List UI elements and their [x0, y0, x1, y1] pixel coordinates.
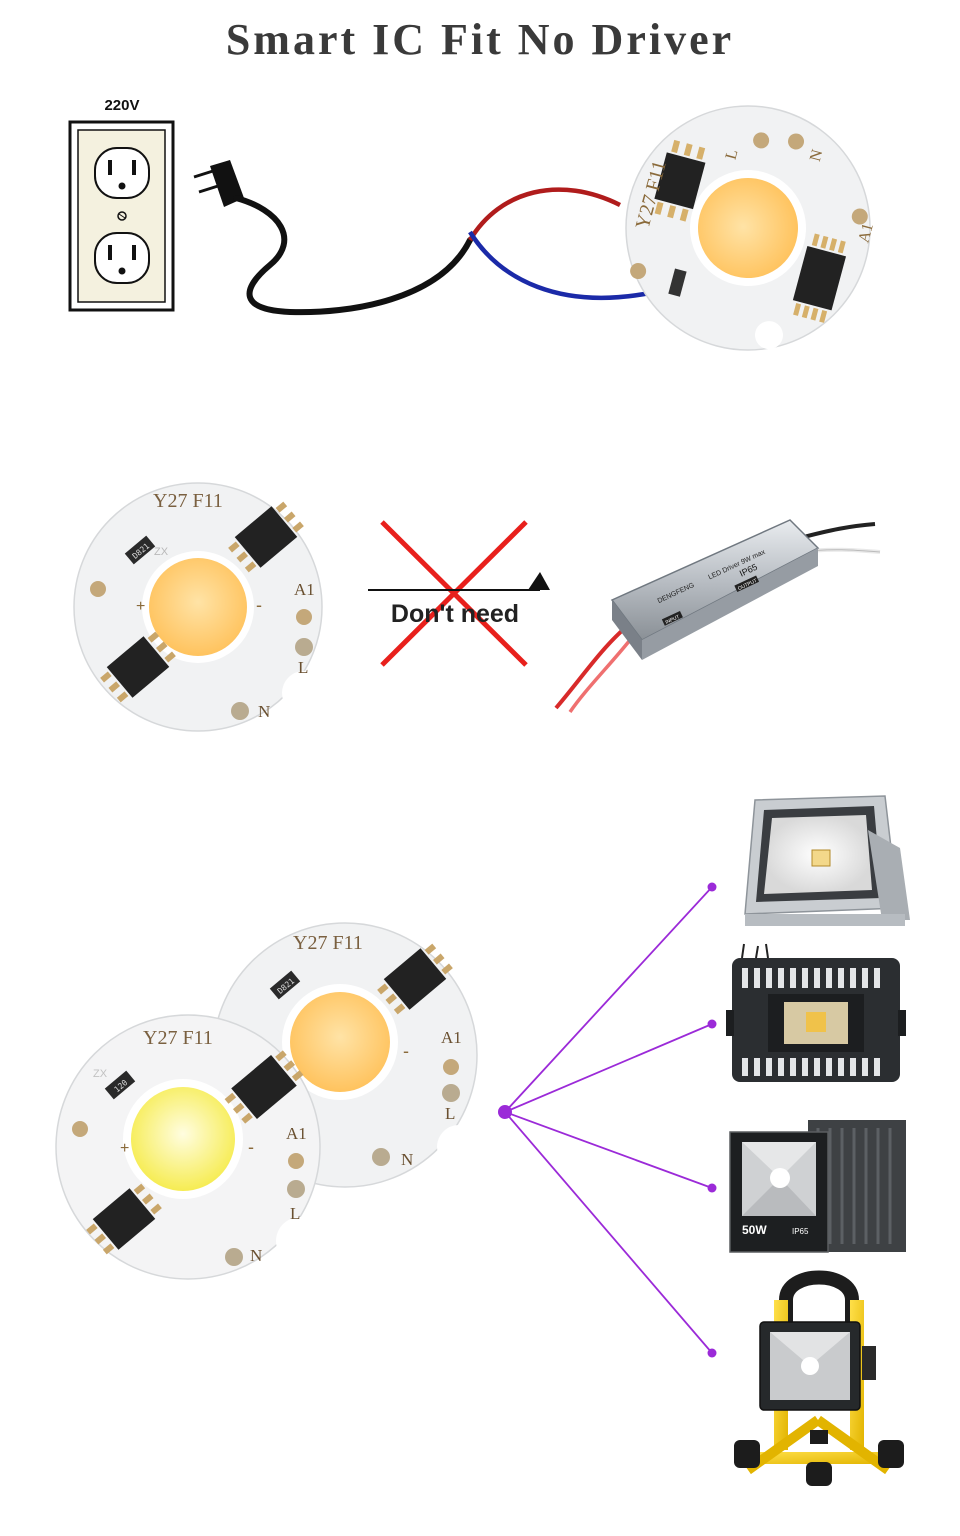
plus-label: + [136, 598, 145, 615]
led-chip [131, 1087, 235, 1191]
pad-icon [287, 1180, 305, 1198]
plug-icon [193, 160, 651, 316]
wall-outlet: 220V [68, 97, 175, 312]
page-title: Smart IC Fit No Driver [225, 15, 735, 64]
pad-icon [288, 1153, 304, 1169]
pin-a1-label: A1 [855, 221, 876, 244]
pad-icon [443, 1059, 459, 1075]
pin-l-label: L [298, 658, 308, 677]
cob-module: Y27 F11 ZX D821 + - A1 L N [73, 482, 326, 732]
model-label: Y27 F11 [153, 490, 223, 512]
pin-n-label: N [258, 702, 270, 721]
pad-icon [296, 609, 312, 625]
pad-icon [630, 263, 647, 280]
floodlight-watt-label: 50W [742, 1223, 767, 1237]
pin-a1-label: A1 [441, 1028, 462, 1047]
pad-icon [231, 702, 249, 720]
screw-icon [117, 211, 127, 221]
pin-l-label: L [445, 1104, 455, 1123]
led-chip [290, 992, 390, 1092]
pin-n-label: N [250, 1246, 262, 1265]
brand-label: ZX [154, 546, 169, 558]
floodlight-rating-label: IP65 [792, 1227, 809, 1236]
socket-icon [94, 147, 150, 199]
driver-input-label: INPUT [665, 614, 681, 626]
ic-chip-icon [377, 943, 453, 1015]
pin-l-label: L [723, 148, 742, 162]
pad-icon [72, 1121, 88, 1137]
ic-chip-icon [654, 139, 706, 222]
pin-n-label: N [807, 147, 827, 163]
pad-icon [372, 1148, 390, 1166]
brand-label: ZX [93, 1068, 108, 1080]
minus-label: - [248, 1137, 254, 1157]
hub-dot [498, 1105, 512, 1119]
connector-lines [498, 882, 717, 1358]
minus-label: - [256, 595, 262, 615]
cob-module: Y27 F11 N L A1 [625, 105, 877, 351]
dont-need-label: Don't need [391, 600, 519, 628]
pad-icon [225, 1248, 243, 1266]
voltage-label: 220V [104, 97, 139, 114]
minus-label: - [403, 1041, 409, 1061]
ic-chip-icon [100, 631, 176, 703]
power-cable [233, 195, 473, 316]
model-label: Y27 F11 [143, 1027, 213, 1049]
ic-chip-icon [792, 233, 847, 323]
led-chip [149, 558, 247, 656]
floodlight-finned-icon [726, 943, 906, 1082]
pin-a1-label: A1 [294, 580, 315, 599]
led-chip [698, 178, 798, 278]
live-wire [468, 187, 622, 242]
floodlight-black-icon: 50W IP65 [729, 1120, 906, 1253]
cross-mark-icon: Don't need [368, 520, 550, 667]
pin-l-label: L [290, 1204, 300, 1223]
pad-icon [295, 638, 313, 656]
led-driver: DENGFENG LED Driver 9W max IP65 INPUT OU… [554, 519, 881, 713]
floodlight-silver-icon [744, 795, 910, 926]
ic-chip-icon [224, 1050, 304, 1124]
plus-label: + [120, 1140, 129, 1157]
pin-a1-label: A1 [286, 1124, 307, 1143]
ic-chip-icon [86, 1183, 162, 1255]
pad-icon [90, 581, 106, 597]
ic-chip-icon [228, 501, 304, 573]
neutral-wire [468, 230, 651, 301]
pad-icon [442, 1084, 460, 1102]
pad-icon [753, 132, 770, 149]
pad-icon [851, 208, 868, 225]
resistor-icon [668, 268, 687, 297]
model-label: Y27 F11 [293, 932, 363, 954]
pad-icon [788, 133, 805, 150]
cob-module-cool: Y27 F11 ZX 120 + - A1 L N [55, 1014, 324, 1280]
portable-worklight-icon [734, 1270, 904, 1486]
pin-n-label: N [401, 1150, 413, 1169]
socket-icon [94, 232, 150, 284]
